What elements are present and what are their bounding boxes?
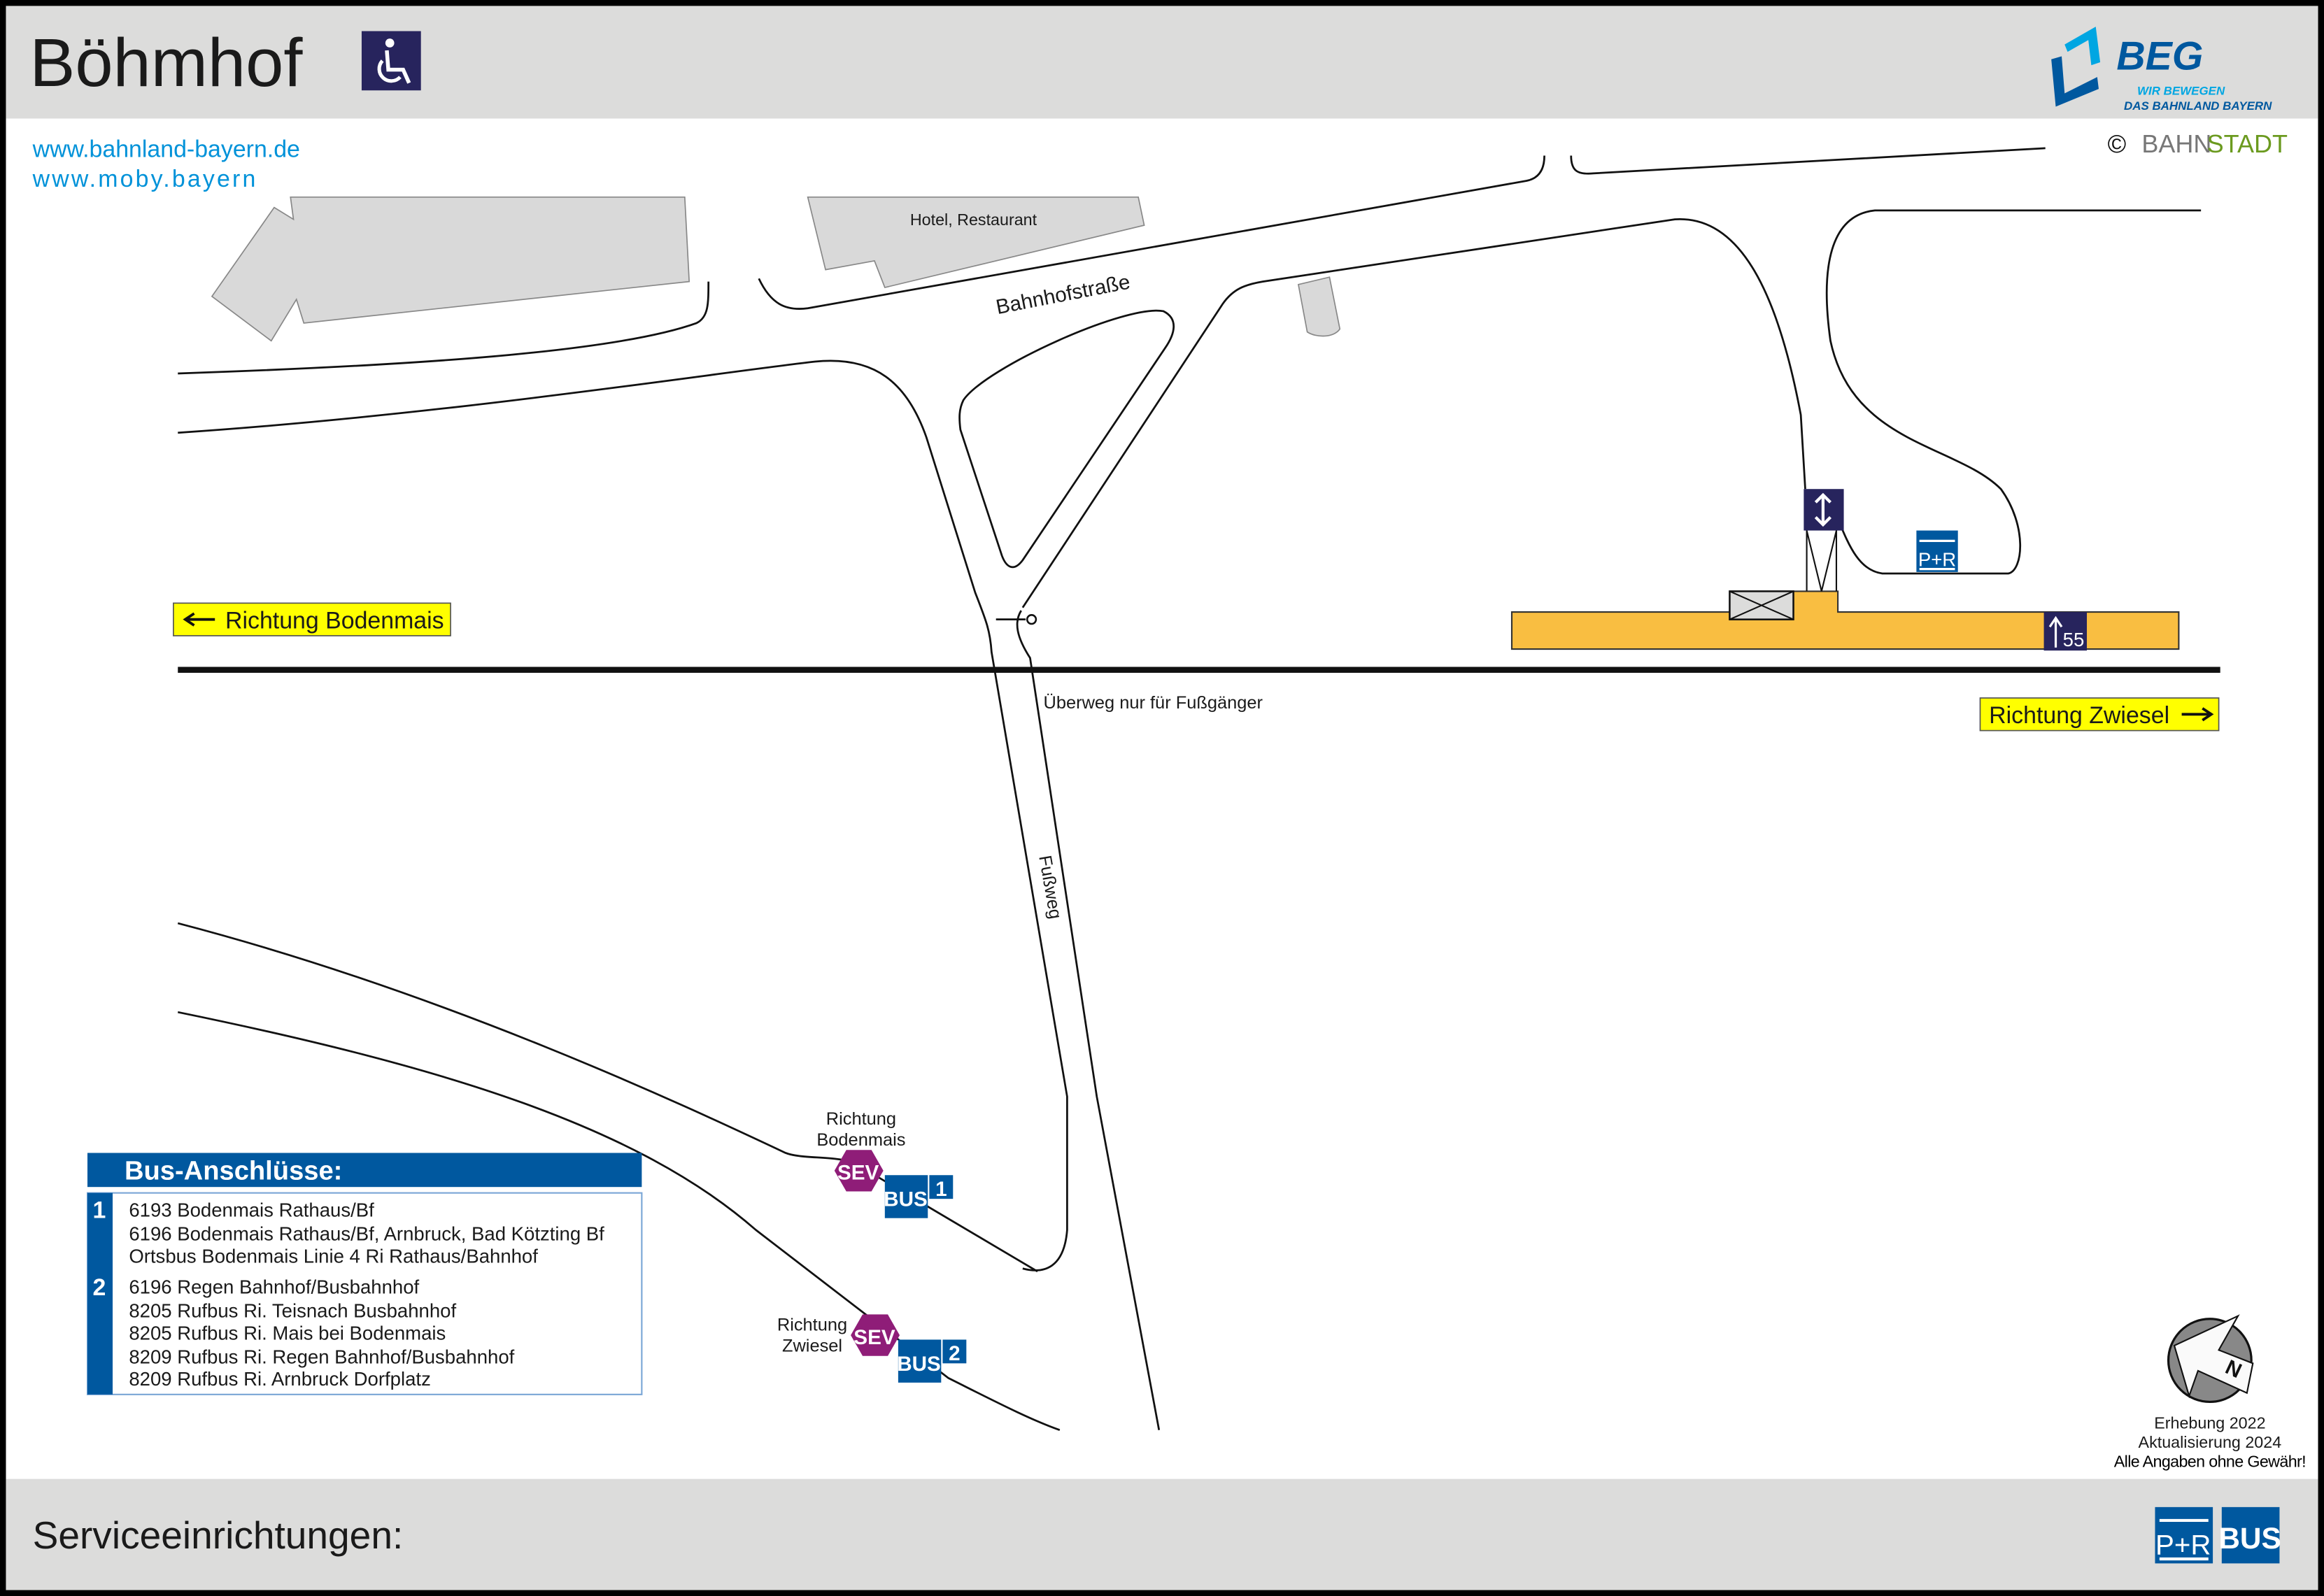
- svg-text:Richtung Zwiesel: Richtung Zwiesel: [1989, 702, 2169, 729]
- svg-text:P+R: P+R: [1918, 548, 1956, 570]
- svg-text:DAS BAHNLAND BAYERN: DAS BAHNLAND BAYERN: [2124, 99, 2272, 113]
- svg-text:BEG: BEG: [2116, 34, 2203, 79]
- roads: [177, 147, 2202, 1431]
- svg-text:©: ©: [2108, 129, 2127, 158]
- bus-connections-legend: Bus-Anschlüsse: 1 6193 Bodenmais Rathaus…: [86, 1153, 643, 1395]
- header-band: [6, 6, 2318, 119]
- bus-stop-1: Richtung Bodenmais SEV BUS 1: [816, 1109, 954, 1218]
- svg-text:8209 Rufbus Ri. Regen Bahnhof/: 8209 Rufbus Ri. Regen Bahnhof/Busbahnhof: [129, 1346, 514, 1367]
- svg-text:Bodenmais: Bodenmais: [816, 1130, 905, 1150]
- svg-text:8205 Rufbus Ri. Teisnach Busba: 8205 Rufbus Ri. Teisnach Busbahnhof: [129, 1300, 456, 1322]
- direction-zwiesel: Richtung Zwiesel: [1979, 697, 2220, 732]
- svg-text:Richtung: Richtung: [826, 1109, 896, 1129]
- footer-band: [6, 1479, 2318, 1590]
- elevator-icon: [1804, 489, 1844, 531]
- service-bus-icon: BUS: [2218, 1506, 2281, 1564]
- survey-year: Erhebung 2022: [2154, 1414, 2265, 1432]
- copyright-bahnstadt: © BAHN STADT: [2108, 129, 2288, 158]
- bus-icon: [898, 1339, 942, 1383]
- building-small: [1297, 276, 1341, 337]
- svg-text:8205 Rufbus Ri. Mais bei Boden: 8205 Rufbus Ri. Mais bei Bodenmais: [129, 1322, 446, 1344]
- svg-text:Ortsbus Bodenmais Linie 4 Ri R: Ortsbus Bodenmais Linie 4 Ri Rathaus/Bah…: [129, 1245, 538, 1267]
- disclaimer: Alle Angaben ohne Gewähr!: [2114, 1453, 2306, 1471]
- parking-pr-icon: P+R: [1916, 530, 1958, 572]
- update-year: Aktualisierung 2024: [2139, 1433, 2282, 1451]
- svg-text:BAHN: BAHN: [2141, 129, 2211, 158]
- svg-text:1: 1: [935, 1178, 947, 1201]
- legend-title: Bus-Anschlüsse:: [125, 1156, 342, 1186]
- svg-text:P+R: P+R: [2155, 1530, 2211, 1561]
- link-bahnland[interactable]: www.bahnland-bayern.de: [32, 136, 300, 163]
- svg-text:6196 Regen Bahnhof/Busbahnhof: 6196 Regen Bahnhof/Busbahnhof: [129, 1276, 419, 1298]
- svg-text:Zwiesel: Zwiesel: [782, 1336, 842, 1355]
- svg-text:BUS: BUS: [884, 1188, 928, 1211]
- beg-logo: BEG WIR BEWEGEN DAS BAHNLAND BAYERN: [2051, 27, 2272, 113]
- north-arrow-icon: N: [2167, 1314, 2254, 1404]
- sev-icon: [834, 1150, 884, 1192]
- shelter-icon: [1729, 590, 1794, 620]
- services-title: Serviceeinrichtungen:: [33, 1513, 404, 1557]
- svg-text:6193 Bodenmais Rathaus/Bf: 6193 Bodenmais Rathaus/Bf: [129, 1199, 374, 1221]
- hotel-label: Hotel, Restaurant: [910, 211, 1037, 229]
- svg-text:STADT: STADT: [2207, 129, 2288, 158]
- direction-bodenmais: Richtung Bodenmais: [173, 602, 451, 636]
- svg-text:1: 1: [93, 1197, 106, 1224]
- svg-text:55: 55: [2063, 629, 2085, 650]
- svg-text:8209 Rufbus Ri. Arnbruck Dorfp: 8209 Rufbus Ri. Arnbruck Dorfplatz: [129, 1368, 431, 1390]
- svg-text:Richtung Bodenmais: Richtung Bodenmais: [225, 607, 444, 634]
- svg-text:SEV: SEV: [853, 1326, 895, 1349]
- svg-text:2: 2: [93, 1274, 106, 1301]
- sev-icon: [851, 1314, 900, 1356]
- station-title: Böhmhof: [29, 24, 303, 101]
- svg-text:SEV: SEV: [837, 1162, 879, 1185]
- arrow-left-icon: [183, 612, 215, 627]
- svg-text:WIR BEWEGEN: WIR BEWEGEN: [2137, 85, 2225, 98]
- wheelchair-icon: [361, 31, 421, 91]
- bus-icon: [884, 1175, 928, 1218]
- svg-text:Richtung: Richtung: [777, 1316, 847, 1335]
- svg-text:2: 2: [949, 1342, 960, 1365]
- svg-text:BUS: BUS: [897, 1353, 941, 1376]
- building: [211, 196, 690, 342]
- crossing-note: Überweg nur für Fußgänger: [1044, 693, 1263, 713]
- svg-text:BUS: BUS: [2218, 1522, 2281, 1555]
- arrow-right-icon: [2181, 707, 2214, 722]
- platform-sign-55: 55: [2043, 612, 2088, 651]
- hotel-building: [807, 196, 1145, 289]
- svg-text:6196 Bodenmais Rathaus/Bf, Arn: 6196 Bodenmais Rathaus/Bf, Arnbruck, Bad…: [129, 1223, 604, 1244]
- bus-stop-2: Richtung Zwiesel SEV BUS 2: [777, 1314, 967, 1383]
- link-moby[interactable]: www.moby.bayern: [32, 166, 258, 192]
- service-pr-icon: P+R: [2155, 1506, 2213, 1564]
